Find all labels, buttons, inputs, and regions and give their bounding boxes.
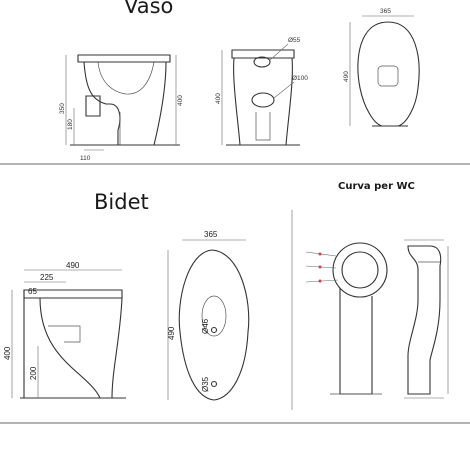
- bidet-top-outline: [178, 249, 250, 401]
- bidet-side-front-curve: [39, 297, 101, 399]
- curva-outer-ring: [332, 242, 388, 298]
- bidet-side-drain: [48, 325, 81, 343]
- curva-side-outline: [407, 245, 442, 395]
- vaso-front-outlet: [255, 112, 271, 141]
- vaso-front-leader-bottom: [273, 81, 295, 99]
- curva-inner-ring: [341, 251, 379, 289]
- bidet-side-back-curve: [111, 297, 123, 399]
- bidet-side-length-label: 490: [66, 261, 80, 270]
- vaso-top-depth-label: 490: [343, 71, 350, 82]
- vaso-front-hole-top: [253, 56, 271, 68]
- vaso-side-total-label: 350: [59, 103, 66, 114]
- bidet-side-inner-label: 225: [40, 273, 54, 282]
- bidet-top-depth-label: 490: [167, 326, 176, 340]
- vaso-side-mid-label: 180: [67, 119, 74, 130]
- bidet-top-bowl: [201, 295, 227, 337]
- vaso-front-view: 400 Ø55 Ø100: [215, 37, 308, 146]
- vaso-side-bowl: [97, 61, 155, 95]
- vaso-hole-top-label: Ø55: [288, 37, 301, 44]
- vaso-front-seat: [231, 49, 295, 59]
- vaso-front-leader-top: [269, 43, 289, 61]
- vaso-top-outlet: [377, 65, 399, 87]
- curva-marker-2: [318, 265, 322, 269]
- vaso-hole-bottom-label: Ø100: [292, 75, 308, 82]
- vaso-side-outlet: [85, 95, 101, 117]
- vaso-top-outline: [357, 21, 420, 127]
- bidet-top-view: 365 490 Ø46 Ø35: [167, 230, 250, 401]
- bidet-side-view: 490 225 65 400 200: [3, 261, 126, 399]
- vaso-side-view: 350 180 110 400: [59, 54, 184, 162]
- bidet-side-rim-label: 65: [28, 287, 37, 296]
- curva-pipe: [339, 288, 373, 395]
- vaso-side-body: [83, 61, 167, 146]
- vaso-front-body: [233, 57, 293, 146]
- bidet-hole-bottom-label: Ø35: [201, 376, 210, 392]
- vaso-top-view: 365 490: [343, 8, 420, 127]
- curva-marker-1: [318, 252, 322, 256]
- bidet-top-drain: [210, 326, 218, 334]
- curva-side-view: [404, 239, 449, 399]
- vaso-top-width-label: 365: [380, 8, 391, 15]
- bidet-side-low-label: 200: [29, 366, 38, 380]
- vaso-extra-right-label: 400: [177, 95, 184, 106]
- bidet-top-width-label: 365: [204, 230, 218, 239]
- bidet-title: Bidet: [94, 190, 149, 214]
- vaso-title: Vaso: [124, 0, 174, 18]
- bidet-side-height-label: 400: [3, 346, 12, 360]
- curva-marker-3: [318, 279, 322, 283]
- vaso-front-height-label: 400: [215, 93, 222, 104]
- vaso-side-seat: [77, 54, 171, 63]
- bidet-hole-top-label: Ø46: [201, 318, 210, 334]
- curva-front-view: [305, 242, 388, 395]
- vaso-side-bottom-label: 110: [80, 155, 91, 162]
- bidet-top-tap-hole: [210, 380, 218, 388]
- curva-leader-3: [305, 279, 339, 283]
- bidet-side-rim: [23, 289, 123, 299]
- curva-title: Curva per WC: [338, 181, 415, 192]
- vaso-front-hole-bottom: [251, 92, 275, 108]
